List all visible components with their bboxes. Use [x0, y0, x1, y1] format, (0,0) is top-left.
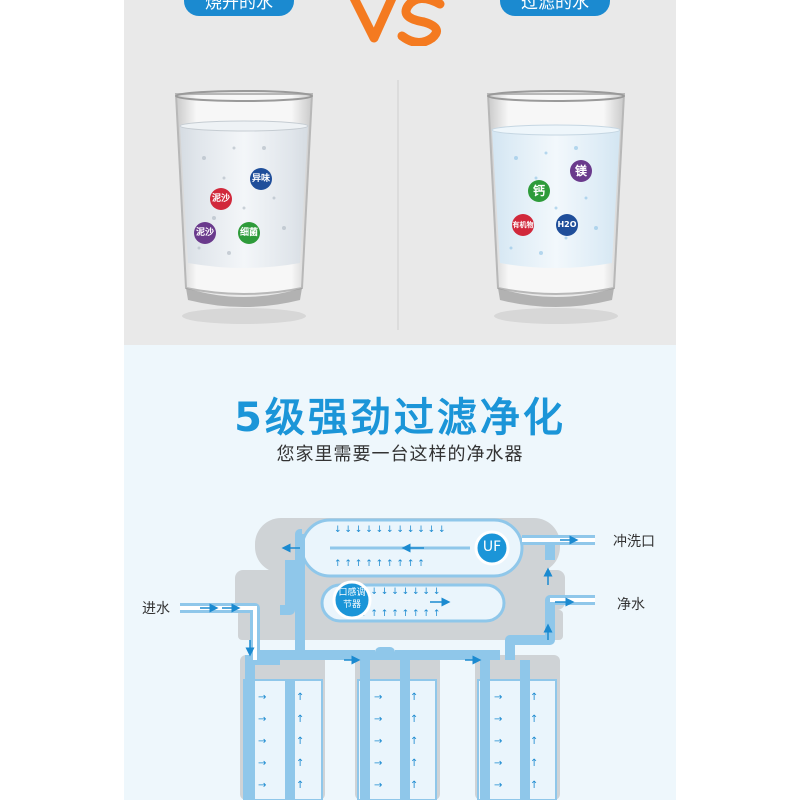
svg-text:↑ ↑ ↑ ↑ ↑ ↑ ↑ ↑: ↑ ↑ ↑ ↑ ↑ ↑ ↑ ↑	[360, 609, 440, 619]
filtered-water-pill: 过滤的水	[500, 0, 610, 16]
uf-label: UF	[482, 539, 502, 555]
vs-mark	[349, 0, 445, 46]
filter-cartridges	[243, 679, 557, 800]
svg-text:↑: ↑	[530, 736, 538, 747]
svg-text:→: →	[494, 758, 502, 769]
section-subtitle: 您家里需要一台这样的净水器	[276, 444, 524, 465]
svg-text:↑: ↑	[410, 692, 418, 703]
magnesium-ball: 镁	[570, 160, 592, 182]
odor-ball: 异味	[250, 168, 272, 190]
section-title: 5级强劲过滤净化	[234, 395, 566, 441]
filtered-water-glass: 镁 钙 有机物 H2O	[486, 88, 626, 328]
svg-text:→: →	[494, 780, 502, 791]
sand-ball: 泥沙	[210, 188, 232, 210]
svg-text:↑: ↑	[530, 758, 538, 769]
svg-text:→: →	[374, 736, 382, 747]
svg-text:→: →	[374, 692, 382, 703]
svg-text:→: →	[258, 692, 266, 703]
svg-text:→: →	[258, 714, 266, 725]
cartridge-arrows: → → → → → ↑ ↑ ↑ ↑ ↑ → → → → → ↑ ↑ ↑ ↑ ↑ → → → → → ↑ ↑ ↑ ↑ ↑	[258, 692, 538, 791]
svg-text:↑: ↑	[410, 736, 418, 747]
organic-ball: 有机物	[512, 214, 534, 236]
svg-text:↑ ↑ ↑ ↑ ↑ ↑ ↑ ↑ ↑: ↑ ↑ ↑ ↑ ↑ ↑ ↑ ↑ ↑	[334, 559, 425, 569]
taste-regulator-badge	[332, 580, 372, 620]
svg-text:↑: ↑	[296, 692, 304, 703]
glass-illustration	[486, 90, 626, 324]
taste-regulator-label: 口感调节器	[338, 588, 366, 610]
inlet-label: 进水	[142, 601, 170, 617]
svg-text:↑: ↑	[530, 780, 538, 791]
svg-text:→: →	[494, 692, 502, 703]
svg-text:→: →	[258, 736, 266, 747]
svg-text:↓ ↓ ↓ ↓ ↓ ↓ ↓ ↓ ↓ ↓ ↓: ↓ ↓ ↓ ↓ ↓ ↓ ↓ ↓ ↓ ↓ ↓	[334, 525, 446, 535]
svg-text:↑: ↑	[530, 714, 538, 725]
panel-divider	[397, 80, 399, 330]
svg-text:→: →	[374, 714, 382, 725]
svg-text:→: →	[374, 780, 382, 791]
comparison-panel: 异味 泥沙 泥沙 细菌	[124, 0, 676, 345]
boiled-water-pill: 烧开的水	[184, 0, 294, 16]
glass-illustration	[174, 90, 314, 324]
svg-text:→: →	[258, 758, 266, 769]
flush-outlet-label: 冲洗口	[613, 534, 655, 550]
boiled-water-glass: 异味 泥沙 泥沙 细菌	[174, 88, 314, 328]
svg-text:↑: ↑	[410, 780, 418, 791]
svg-text:↑: ↑	[410, 758, 418, 769]
flow-diagram: ↓ ↓ ↓ ↓ ↓ ↓ ↓ ↓ ↓ ↓ ↓ ↑ ↑ ↑ ↑ ↑ ↑ ↑ ↑ ↑ …	[180, 518, 595, 800]
bacteria-ball: 细菌	[238, 222, 260, 244]
calcium-ball: 钙	[528, 180, 550, 202]
svg-text:↑: ↑	[410, 714, 418, 725]
svg-text:→: →	[374, 758, 382, 769]
svg-text:↓ ↓ ↓ ↓ ↓ ↓ ↓ ↓: ↓ ↓ ↓ ↓ ↓ ↓ ↓ ↓	[360, 587, 440, 597]
clean-water-label: 净水	[617, 597, 645, 613]
svg-text:→: →	[258, 780, 266, 791]
svg-text:↑: ↑	[296, 714, 304, 725]
flow-arrows	[200, 535, 579, 665]
uf-badge	[474, 530, 510, 566]
svg-text:→: →	[494, 736, 502, 747]
svg-text:↑: ↑	[530, 692, 538, 703]
h2o-ball: H2O	[556, 214, 578, 236]
sand-ball-2: 泥沙	[194, 222, 216, 244]
svg-text:↑: ↑	[296, 780, 304, 791]
svg-text:→: →	[494, 714, 502, 725]
svg-text:↑: ↑	[296, 736, 304, 747]
svg-text:↑: ↑	[296, 758, 304, 769]
inner-arrows: ↓ ↓ ↓ ↓ ↓ ↓ ↓ ↓ ↓ ↓ ↓ ↑ ↑ ↑ ↑ ↑ ↑ ↑ ↑ ↑ …	[334, 525, 446, 619]
